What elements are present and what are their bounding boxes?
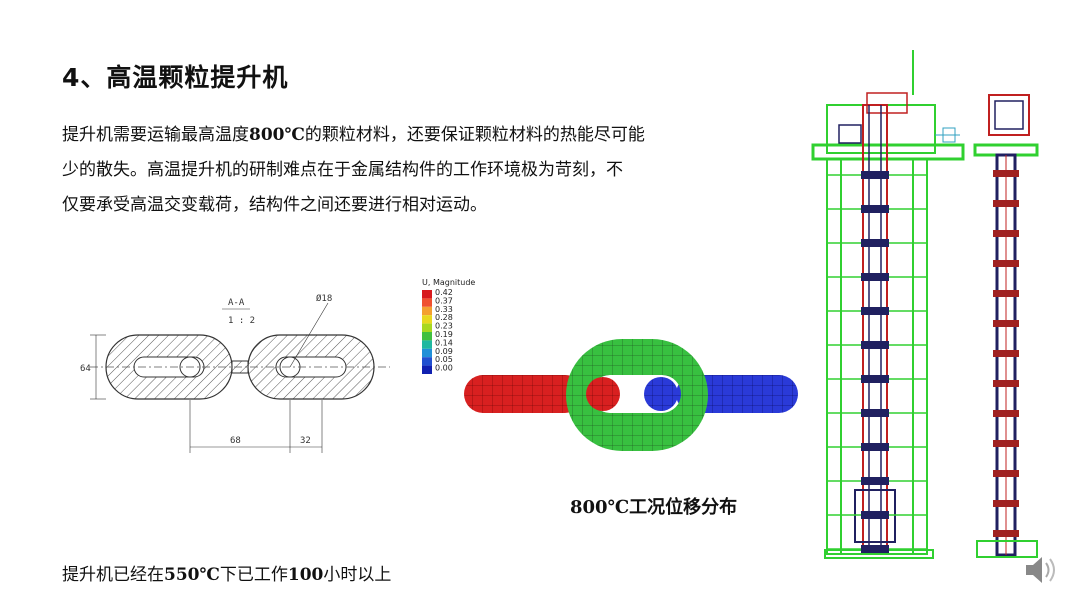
legend-value: 0.05 <box>435 355 453 364</box>
pitch-dimension: 68 <box>230 436 241 446</box>
legend-color-bars <box>422 290 432 374</box>
front-bucket <box>993 320 1019 327</box>
front-bucket <box>993 380 1019 387</box>
center-link-green <box>566 339 708 451</box>
legend-swatch <box>422 332 432 341</box>
front-bucket <box>993 230 1019 237</box>
height-dimension: 64 <box>80 364 91 374</box>
legend-value: 0.14 <box>435 338 453 347</box>
fea-legend: U, Magnitude 0.420.370.330.280.230.190.1… <box>422 278 475 374</box>
temperature-value: 800℃ <box>249 125 305 145</box>
width-dimension: 32 <box>300 436 311 446</box>
legend-value: 0.00 <box>435 364 453 373</box>
section-label: A-A <box>228 298 245 308</box>
chain-bucket <box>861 409 889 417</box>
front-bucket <box>993 200 1019 207</box>
chain-bucket <box>861 375 889 383</box>
hours-value: 100 <box>287 565 324 585</box>
chain-link-drawing: 64 68 32 A-A 1 : 2 Ø18 <box>80 293 390 453</box>
legend-swatch <box>422 323 432 332</box>
chain-bucket <box>861 443 889 451</box>
front-bucket <box>993 410 1019 417</box>
legend-value: 0.33 <box>435 305 453 314</box>
legend-swatch <box>422 365 432 374</box>
fea-chain-model <box>464 339 798 451</box>
paragraph-line-2: 少的散失。高温提升机的研制难点在于金属结构件的工作环境极为苛刻，不 <box>62 160 623 180</box>
legend-values: 0.420.370.330.280.230.190.140.090.050.00 <box>435 288 453 373</box>
figure-caption: 800℃工况位移分布 <box>570 497 738 518</box>
front-bucket <box>993 500 1019 507</box>
chain-bucket <box>861 205 889 213</box>
left-link-red <box>464 375 584 413</box>
legend-value: 0.28 <box>435 313 453 322</box>
front-bucket <box>993 530 1019 537</box>
text-run: 下已工作 <box>219 565 288 585</box>
text-run: 提升机需要运输最高温度 <box>62 125 249 145</box>
legend-swatch <box>422 298 432 307</box>
legend-value: 0.09 <box>435 347 453 356</box>
chain-bucket <box>861 511 889 519</box>
front-bucket <box>993 260 1019 267</box>
front-bucket <box>993 350 1019 357</box>
chain-bucket <box>861 171 889 179</box>
chain-bucket <box>861 341 889 349</box>
legend-value: 0.19 <box>435 330 453 339</box>
paragraph-line-3: 仅要承受高温交变载荷，结构件之间还要进行相对运动。 <box>62 195 487 215</box>
footer-note: 提升机已经在550℃下已工作100小时以上 <box>62 560 391 585</box>
diameter-label: Ø18 <box>316 293 332 304</box>
legend-swatch <box>422 306 432 316</box>
chain-bucket <box>861 545 889 553</box>
legend-swatch <box>422 357 432 366</box>
text-run: 小时以上 <box>323 565 392 585</box>
chain-bucket <box>861 239 889 247</box>
chain-bucket <box>861 307 889 315</box>
legend-swatch <box>422 315 432 324</box>
text-run: 提升机已经在 <box>62 565 164 585</box>
chain-bucket <box>861 273 889 281</box>
front-bucket <box>993 290 1019 297</box>
legend-swatch <box>422 348 432 358</box>
scale-label: 1 : 2 <box>228 316 255 326</box>
page-title: 4、高温颗粒提升机 <box>62 63 289 92</box>
legend-value: 0.37 <box>435 296 453 305</box>
text-run: 的颗粒材料，还要保证颗粒材料的热能尽可能 <box>304 125 645 145</box>
paragraph-line-1: 提升机需要运输最高温度800℃的颗粒材料，还要保证颗粒材料的热能尽可能 <box>62 118 762 153</box>
front-bucket <box>993 170 1019 177</box>
chain-bucket <box>861 477 889 485</box>
temperature-value: 550℃ <box>164 565 220 585</box>
legend-title: U, Magnitude <box>422 278 475 287</box>
front-bucket <box>993 470 1019 477</box>
elevator-front-rungs <box>993 170 1019 537</box>
description-paragraph: 提升机需要运输最高温度800℃的颗粒材料，还要保证颗粒材料的热能尽可能 少的散失… <box>62 118 762 223</box>
legend-swatch <box>422 340 432 349</box>
elevator-structure-drawing <box>811 50 1039 559</box>
speaker-icon[interactable] <box>1018 548 1062 592</box>
legend-value: 0.42 <box>435 288 453 297</box>
legend-value: 0.23 <box>435 322 453 331</box>
legend-swatch <box>422 290 432 299</box>
elevator-side-rungs <box>827 171 927 553</box>
front-bucket <box>993 440 1019 447</box>
